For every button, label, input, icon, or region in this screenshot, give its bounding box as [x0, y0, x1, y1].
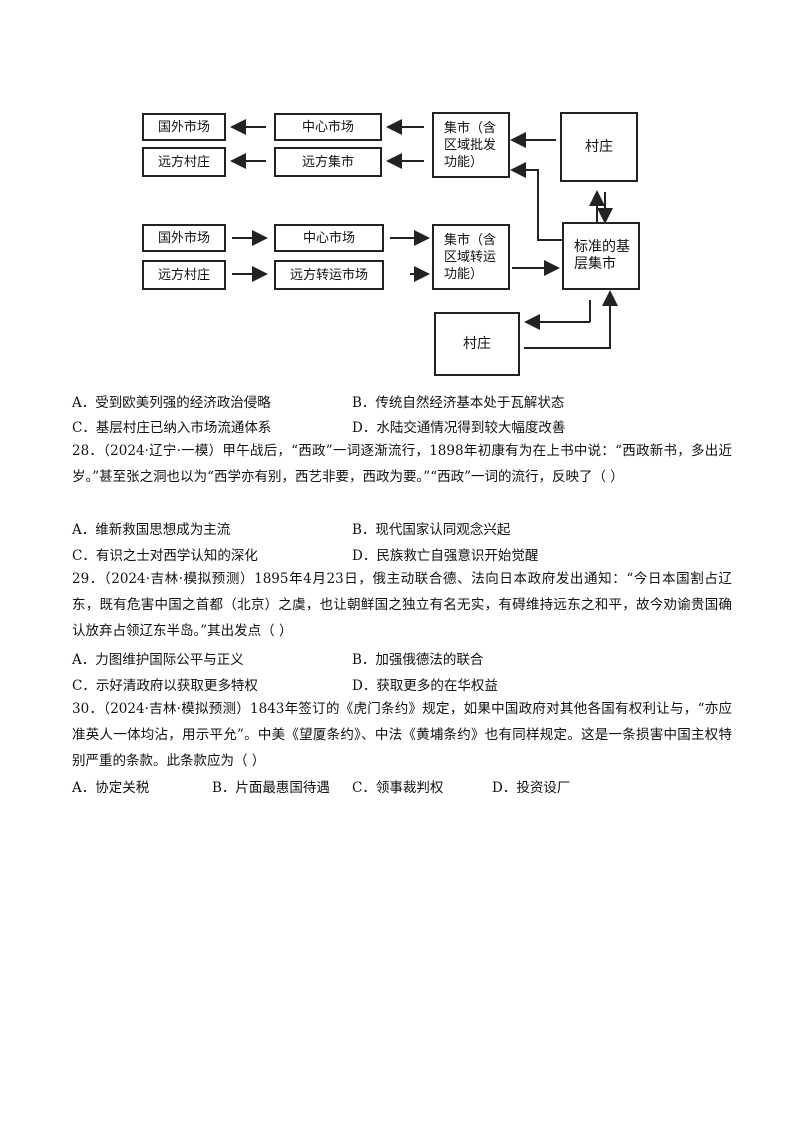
box-village-top: 村庄	[560, 112, 638, 182]
box-remote-village-bottom: 远方村庄	[142, 260, 226, 290]
q28-option-d[interactable]: D．民族救亡自强意识开始觉醒	[352, 548, 539, 564]
box-market-transit: 集市（含 区域转运 功能）	[432, 224, 510, 290]
q29-stem: 29．（2024·吉林·模拟预测）1895年4月23日，俄主动联合德、法向日本政…	[72, 571, 732, 639]
q28-option-c[interactable]: C．有识之士对西学认知的深化	[72, 548, 258, 564]
q28-option-b[interactable]: B．现代国家认同观念兴起	[352, 522, 511, 538]
box-foreign-market-bottom: 国外市场	[142, 224, 226, 252]
q27-option-d[interactable]: D．水陆交通情况得到较大幅度改善	[352, 420, 566, 436]
q28-option-a[interactable]: A．维新救国思想成为主流	[72, 522, 231, 538]
q29-option-c[interactable]: C．示好清政府以获取更多特权	[72, 678, 258, 694]
box-village-bottom: 村庄	[434, 312, 520, 376]
box-standard-market: 标准的基 层集市	[562, 222, 640, 290]
q30-option-c[interactable]: C．领事裁判权	[352, 780, 444, 796]
q30-option-a[interactable]: A．协定关税	[72, 780, 150, 796]
q30-option-b[interactable]: B．片面最惠国待遇	[212, 780, 330, 796]
q29-option-b[interactable]: B．加强俄德法的联合	[352, 652, 484, 668]
box-remote-transit-market: 远方转运市场	[274, 260, 384, 290]
box-remote-fair-top: 远方集市	[274, 147, 382, 177]
box-remote-village-top: 远方村庄	[142, 147, 226, 177]
box-foreign-market-top: 国外市场	[142, 113, 226, 141]
q27-option-a[interactable]: A．受到欧美列强的经济政治侵略	[72, 395, 271, 411]
box-central-market-bottom: 中心市场	[274, 224, 384, 252]
q27-option-b[interactable]: B．传统自然经济基本处于瓦解状态	[352, 395, 565, 411]
q28-stem: 28．（2024·辽宁·一模）甲午战后，“西政”一词逐渐流行，1898年初康有为…	[72, 443, 732, 485]
q29-option-a[interactable]: A．力图维护国际公平与正义	[72, 652, 244, 668]
market-flow-diagram: 国外市场 中心市场 远方村庄 远方集市 集市（含 区域批发 功能） 村庄 国外市…	[0, 0, 800, 390]
q27-option-c[interactable]: C．基层村庄已纳入市场流通体系	[72, 420, 272, 436]
diagram-arrows	[230, 119, 618, 349]
q30-stem: 30．（2024·吉林·模拟预测）1843年签订的《虎门条约》规定，如果中国政府…	[72, 701, 732, 769]
q29-option-d[interactable]: D．获取更多的在华权益	[352, 678, 498, 694]
box-central-market-top: 中心市场	[274, 113, 382, 141]
box-market-wholesale: 集市（含 区域批发 功能）	[432, 112, 510, 178]
q30-option-d[interactable]: D．投资设厂	[492, 780, 571, 796]
